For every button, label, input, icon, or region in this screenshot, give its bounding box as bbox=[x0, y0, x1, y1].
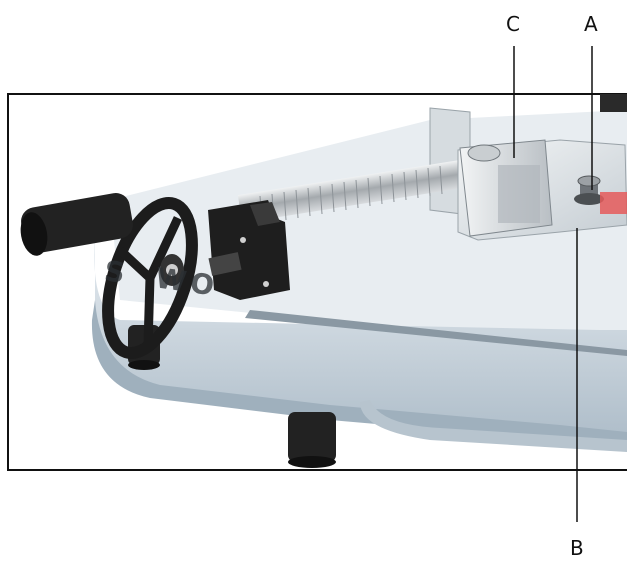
foot-front bbox=[288, 412, 336, 462]
adjust-screw bbox=[574, 175, 604, 205]
vice-jaw bbox=[208, 200, 290, 300]
handwheel bbox=[102, 196, 198, 360]
top-knob bbox=[600, 94, 627, 112]
crank-handle bbox=[20, 193, 133, 256]
lower-basin bbox=[360, 400, 627, 452]
warning-sticker bbox=[600, 192, 627, 214]
callout-a-label: A bbox=[584, 12, 598, 36]
photo-frame bbox=[7, 93, 627, 471]
bracket-nut bbox=[467, 144, 501, 162]
base-body bbox=[94, 235, 627, 440]
callout-c-label: C bbox=[506, 12, 520, 36]
callout-b-label: B bbox=[570, 536, 584, 560]
table-slot bbox=[245, 310, 627, 356]
base-front-lip bbox=[91, 300, 627, 446]
